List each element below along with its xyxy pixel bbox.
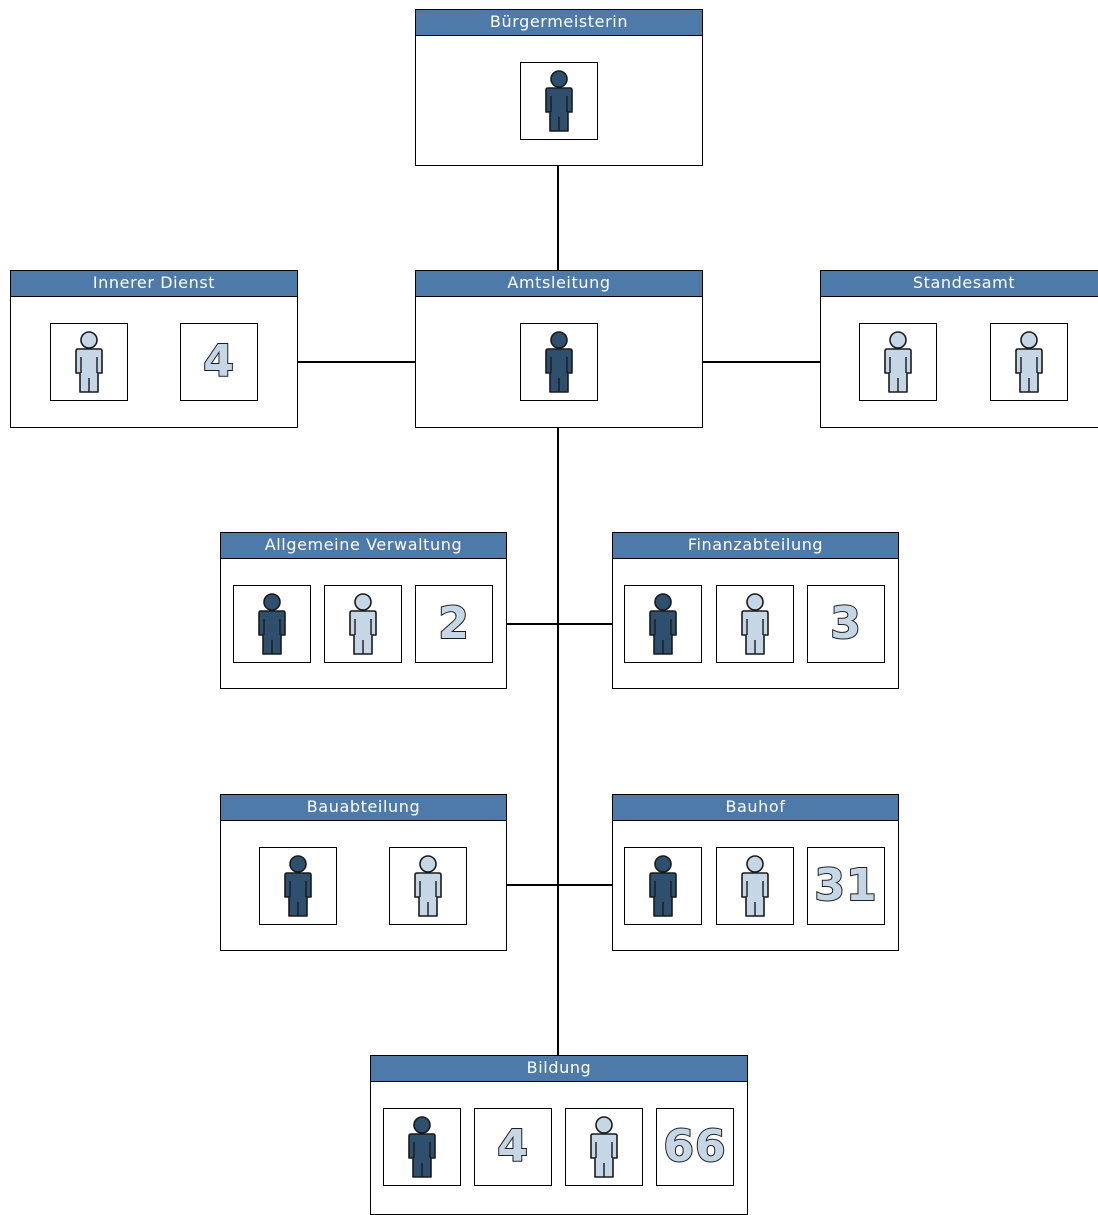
leader-person-icon: [252, 593, 292, 655]
tile-staff: [990, 323, 1068, 401]
unit-standesamt[interactable]: Standesamt: [820, 270, 1098, 428]
staff-count: 66: [662, 1121, 727, 1172]
unit-title: Innerer Dienst: [11, 271, 297, 297]
unit-innerer-dienst[interactable]: Innerer Dienst 4: [10, 270, 298, 428]
tile-count: 3: [807, 585, 885, 663]
tile-leader: [520, 323, 598, 401]
unit-title: Finanzabteilung: [613, 533, 898, 559]
unit-title: Bauabteilung: [221, 795, 506, 821]
tile-count: 31: [807, 847, 885, 925]
tile-leader: [520, 62, 598, 140]
staff-person-icon: [584, 1116, 624, 1178]
leader-person-icon: [278, 855, 318, 917]
tile-count: 4: [474, 1108, 552, 1186]
tile-leader: [624, 585, 702, 663]
unit-title: Amtsleitung: [416, 271, 702, 297]
leader-person-icon: [643, 593, 683, 655]
staff-count: 4: [202, 336, 235, 387]
tile-leader: [624, 847, 702, 925]
tile-leader: [233, 585, 311, 663]
staff-person-icon: [1009, 331, 1049, 393]
tile-staff: [859, 323, 937, 401]
unit-bauhof[interactable]: Bauhof 31: [612, 794, 899, 951]
unit-finanzabteilung[interactable]: Finanzabteilung 3: [612, 532, 899, 689]
staff-person-icon: [408, 855, 448, 917]
unit-allgemeine-verwaltung[interactable]: Allgemeine Verwaltung 2: [220, 532, 507, 689]
tile-leader: [259, 847, 337, 925]
tile-count: 66: [656, 1108, 734, 1186]
staff-count: 3: [829, 598, 862, 649]
staff-person-icon: [343, 593, 383, 655]
staff-person-icon: [878, 331, 918, 393]
unit-title: Bürgermeisterin: [416, 10, 702, 36]
unit-title: Allgemeine Verwaltung: [221, 533, 506, 559]
unit-amtsleitung[interactable]: Amtsleitung: [415, 270, 703, 428]
unit-title: Standesamt: [821, 271, 1098, 297]
staff-person-icon: [69, 331, 109, 393]
unit-buergermeisterin[interactable]: Bürgermeisterin: [415, 9, 703, 166]
tile-count: 2: [415, 585, 493, 663]
leader-count: 4: [496, 1121, 529, 1172]
unit-title: Bildung: [371, 1056, 747, 1082]
staff-person-icon: [735, 855, 775, 917]
unit-bildung[interactable]: Bildung 4 66: [370, 1055, 748, 1215]
tile-staff: [389, 847, 467, 925]
tile-leader: [383, 1108, 461, 1186]
staff-count: 31: [813, 860, 878, 911]
tile-staff: [324, 585, 402, 663]
unit-title: Bauhof: [613, 795, 898, 821]
tile-staff: [716, 585, 794, 663]
unit-bauabteilung[interactable]: Bauabteilung: [220, 794, 507, 951]
leader-person-icon: [539, 331, 579, 393]
staff-person-icon: [735, 593, 775, 655]
leader-person-icon: [643, 855, 683, 917]
tile-staff: [565, 1108, 643, 1186]
staff-count: 2: [437, 598, 470, 649]
tile-staff: [50, 323, 128, 401]
tile-count: 4: [180, 323, 258, 401]
leader-person-icon: [539, 70, 579, 132]
leader-person-icon: [402, 1116, 442, 1178]
tile-staff: [716, 847, 794, 925]
